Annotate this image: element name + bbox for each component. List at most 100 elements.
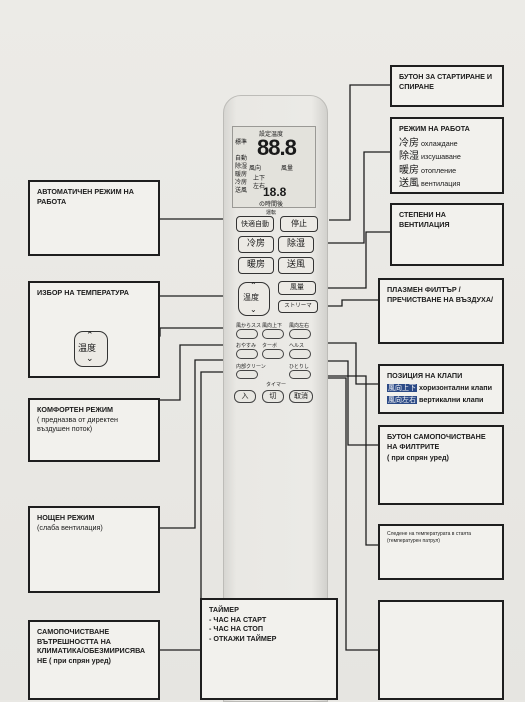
callout-temp: ИЗБОР НА ТЕМПЕРАТУРА ⌃ 温度 ⌄	[28, 281, 160, 378]
callout-night: НОЩЕН РЕЖИМ (слаба вентилация)	[28, 506, 160, 593]
dry-button[interactable]: 除湿	[278, 236, 314, 253]
fan-speed-button[interactable]: 風量	[278, 281, 316, 295]
small-label-3: 風向左右	[289, 323, 310, 329]
callout-fan: СТЕПЕНИ НА ВЕНТИЛАЦИЯ	[390, 203, 504, 266]
timer-on-button[interactable]: 入	[234, 390, 256, 403]
lcd-mode-4: 暖房	[235, 171, 248, 178]
mode-list: 冷房 охлаждане 除湿 изсушаване 暖房 отопление …	[399, 137, 495, 191]
callout-empty	[378, 600, 504, 700]
mode-item-heat: 暖房 отопление	[399, 164, 495, 178]
callout-timer: ТАЙМЕР - ЧАС НА СТАРТ - ЧАС НА СТОП - ОТ…	[200, 598, 338, 700]
callout-start-stop-title: БУТОН ЗА СТАРТИРАНЕ И СПИРАНЕ	[399, 72, 493, 91]
temp-rocker-label: 温度	[243, 293, 259, 302]
callout-filter-clean-desc: ( при спрян уред)	[387, 453, 449, 463]
callout-plasma-title: ПЛАЗМЕН ФИЛТЪР / ПРЕЧИСТВАНЕ НА ВЪЗДУХА/	[387, 285, 494, 304]
internal-clean-button[interactable]	[236, 370, 258, 379]
temp-patrol-button[interactable]	[289, 370, 311, 379]
small-label-7: 内部クリーン	[236, 364, 266, 370]
lcd-bottom-label: の時間後	[259, 201, 284, 208]
chevron-up-icon: ⌃	[250, 281, 257, 290]
callout-fan-title: СТЕПЕНИ НА ВЕНТИЛАЦИЯ	[399, 210, 450, 229]
night-button[interactable]	[236, 349, 258, 359]
lcd-mode-5: 冷房	[235, 179, 248, 186]
callout-comfort: КОМФОРТЕН РЕЖИМ ( предназва от директен …	[28, 398, 160, 462]
lcd-mid-2: 風量	[281, 165, 294, 172]
timer-item-start: - ЧАС НА СТАРТ	[209, 614, 267, 624]
remote-lcd-display: 設定温度 88.8 標準 自動 除湿 暖房 冷房 送風 風向 風量 上下 左右 …	[232, 126, 316, 208]
small-label-2: 風向上下	[262, 323, 283, 329]
small-label-9: ひとりし	[289, 364, 309, 370]
mode-item-heat-label: отопление	[421, 165, 457, 175]
lcd-digits: 88.8	[257, 135, 297, 160]
flap-item-horizontal-label: вертикални клапи	[419, 395, 484, 405]
callout-flaps: ПОЗИЦИЯ НА КЛАПИ 風向上下 хоризонтални клапи…	[378, 364, 504, 414]
heat-button[interactable]: 暖房	[238, 257, 274, 274]
small-label-1: 風からスス	[236, 323, 262, 329]
callout-night-title: НОЩЕН РЕЖИМ	[37, 513, 95, 522]
flap-horizontal-button[interactable]	[289, 329, 311, 339]
callout-auto: АВТОМАТИЧЕН РЕЖИМ НА РАБОТА	[28, 180, 160, 256]
callout-temp-title: ИЗБОР НА ТЕМПЕРАТУРА	[37, 288, 129, 297]
flap-item-vertical-kanji: 風向上下	[387, 383, 417, 392]
plasma-button[interactable]: ストリーマ	[278, 300, 318, 313]
lcd-mid-3: 上下	[253, 175, 266, 182]
chevron-down-icon: ⌄	[250, 305, 257, 314]
lcd-mode-6: 送風	[235, 187, 248, 194]
callout-mode-title: РЕЖИМ НА РАБОТА	[399, 124, 470, 133]
small-label-6: ヘルス	[289, 343, 305, 349]
flap-item-horizontal-kanji: 風向左右	[387, 396, 417, 405]
chevron-down-icon: ⌄	[86, 353, 94, 363]
callout-self-clean-ac-title: САМОПОЧИСТВАНЕ ВЪТРЕШНОСТТА НА КЛИМАТИКА…	[37, 627, 146, 666]
remote-section-label: 運転	[266, 210, 277, 216]
cool-button[interactable]: 冷房	[238, 236, 274, 253]
callout-auto-title: АВТОМАТИЧЕН РЕЖИМ НА РАБОТА	[37, 187, 134, 206]
mode-item-cool-label: охлаждане	[421, 138, 458, 148]
callout-flaps-title: ПОЗИЦИЯ НА КЛАПИ	[387, 371, 463, 380]
mode-item-fan-label: вентилация	[421, 179, 461, 189]
temp-button-illustration: ⌃ 温度 ⌄	[74, 330, 108, 367]
callout-timer-title: ТАЙМЕР	[209, 605, 239, 614]
stop-button[interactable]: 停止	[280, 216, 318, 232]
small-label-4: おやすみ	[236, 343, 257, 349]
mode-item-cool-kanji: 冷房	[399, 137, 419, 149]
health-button[interactable]	[289, 349, 311, 359]
lcd-mode-1: 標準	[235, 139, 248, 146]
auto-button[interactable]: 快適自動	[236, 216, 274, 232]
small-label-8: タイマー	[266, 382, 287, 388]
mode-item-dry-label: изсушаване	[421, 152, 461, 162]
lcd-time-digits: 18.8	[263, 185, 287, 199]
mode-item-cool: 冷房 охлаждане	[399, 137, 495, 151]
lcd-mode-2: 自動	[235, 155, 248, 162]
flap-item-vertical-label: хоризонтални клапи	[419, 382, 492, 392]
callout-night-desc: (слаба вентилация)	[37, 522, 103, 532]
flap-vertical-button[interactable]	[262, 329, 284, 339]
callout-filter-clean: БУТОН САМОПОЧИСТВАНЕ НА ФИЛТРИТЕ ( при с…	[378, 425, 504, 505]
callout-follow-temp-title: Следене на температурата в стаята (темпе…	[387, 531, 472, 544]
temp-button-illustration-label: 温度	[78, 344, 97, 354]
mode-item-dry: 除湿 изсушаване	[399, 150, 495, 164]
comfort-button[interactable]	[236, 329, 258, 339]
mode-item-fan: 送風 вентилация	[399, 177, 495, 191]
mode-item-fan-kanji: 送風	[399, 178, 419, 190]
callout-start-stop: БУТОН ЗА СТАРТИРАНЕ И СПИРАНЕ	[390, 65, 504, 107]
lcd-mid-1: 風向	[249, 165, 262, 172]
callout-comfort-desc: ( предназва от директен въздушен поток)	[37, 414, 118, 434]
callout-plasma: ПЛАЗМЕН ФИЛТЪР / ПРЕЧИСТВАНЕ НА ВЪЗДУХА/	[378, 278, 504, 344]
callout-filter-clean-title: БУТОН САМОПОЧИСТВАНЕ НА ФИЛТРИТЕ	[387, 432, 486, 451]
timer-off-button[interactable]: 切	[262, 390, 284, 403]
turbo-button[interactable]	[262, 349, 284, 359]
chevron-up-icon: ⌃	[86, 330, 94, 340]
timer-cancel-button[interactable]: 取消	[289, 390, 313, 403]
lcd-header: 設定温度	[259, 131, 284, 138]
flap-item-vertical: 風向上下 хоризонтални клапи	[387, 383, 495, 393]
flap-item-horizontal: 風向左右 вертикални клапи	[387, 395, 495, 405]
fan-only-button[interactable]: 送風	[278, 257, 314, 274]
small-label-5: ターボ	[262, 343, 278, 349]
mode-item-heat-kanji: 暖房	[399, 164, 419, 176]
lcd-mid-4: 左右	[253, 183, 266, 190]
temp-rocker-button[interactable]: ⌃ 温度 ⌄	[238, 281, 270, 316]
timer-item-stop: - ЧАС НА СТОП	[209, 624, 263, 634]
mode-item-dry-kanji: 除湿	[399, 151, 419, 163]
callout-self-clean-ac: САМОПОЧИСТВАНЕ ВЪТРЕШНОСТТА НА КЛИМАТИКА…	[28, 620, 160, 700]
